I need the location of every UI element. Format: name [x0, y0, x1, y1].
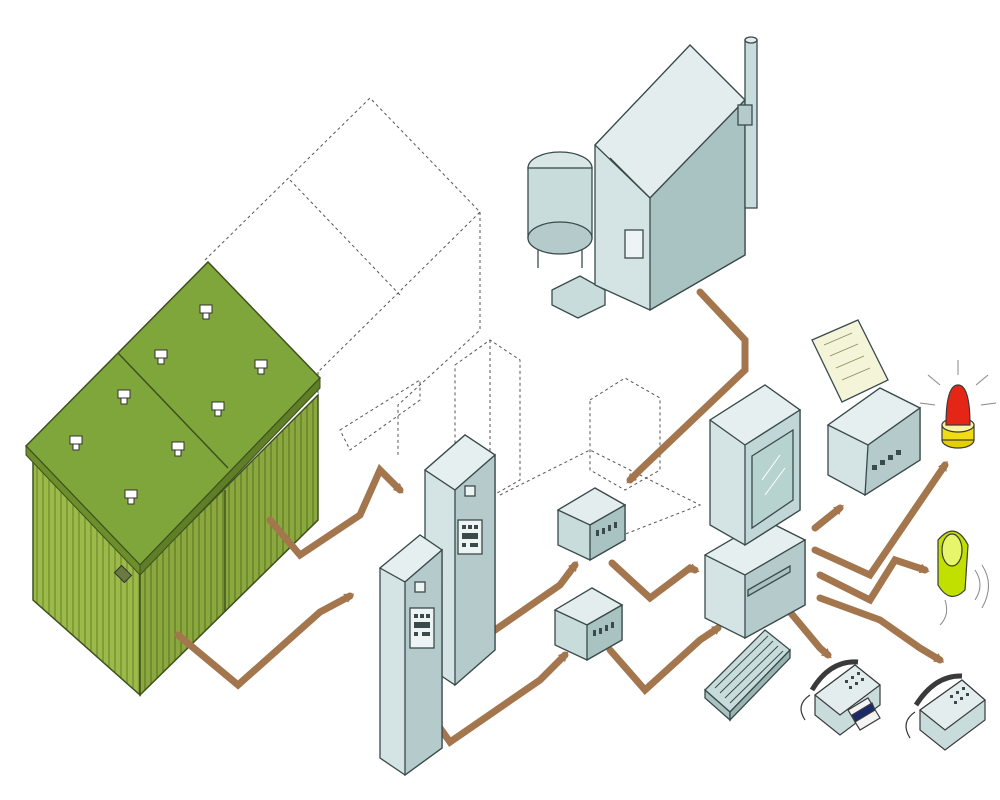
- warning-beacon[interactable]: [919, 360, 997, 449]
- keyboard[interactable]: [704, 629, 791, 722]
- storage-building[interactable]: [24, 260, 322, 697]
- monitor-screen: [751, 428, 794, 530]
- interface-module-1[interactable]: [556, 487, 627, 562]
- boiler-plant[interactable]: [527, 36, 758, 319]
- telephone-1[interactable]: [800, 659, 881, 736]
- telephone-2[interactable]: [905, 673, 986, 751]
- printer[interactable]: [811, 319, 922, 497]
- computer[interactable]: [703, 384, 807, 640]
- planned-extension: [204, 97, 702, 541]
- connection-pipes: [174, 288, 949, 747]
- interface-module-2[interactable]: [553, 587, 624, 662]
- roof-vents: [69, 304, 268, 505]
- pager[interactable]: [937, 530, 989, 626]
- control-cabinet-1[interactable]: [378, 534, 444, 777]
